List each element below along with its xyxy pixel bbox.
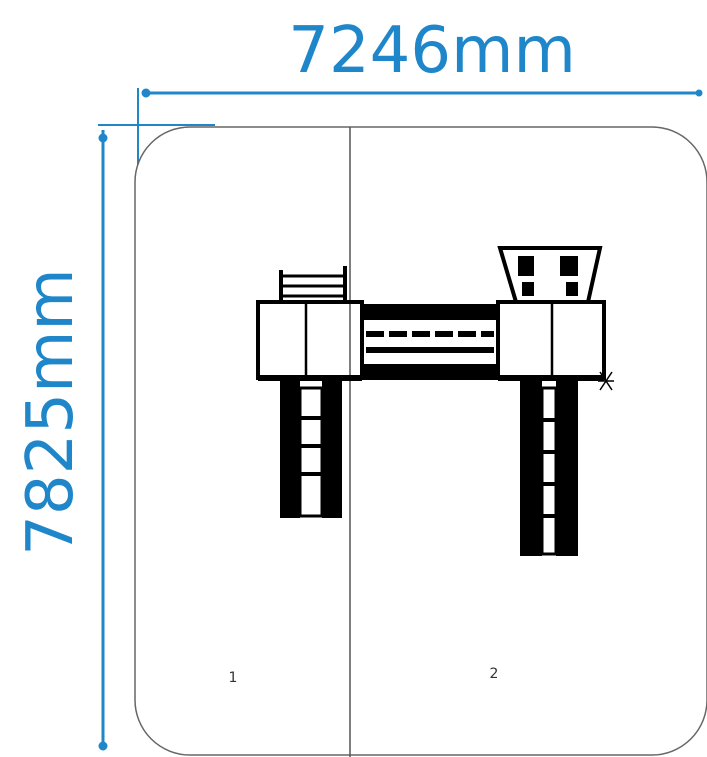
- right-slide: [520, 378, 578, 556]
- left-ladder: [279, 266, 347, 303]
- zone-2-label: 2: [490, 666, 499, 682]
- zone-1-label: 1: [229, 670, 238, 686]
- left-slide: [280, 378, 342, 518]
- width-dimension-label: 7246mm: [288, 14, 576, 88]
- play-area-boundary: [134, 126, 707, 756]
- right-platform: [496, 300, 614, 391]
- height-dimension-label: 7825mm: [14, 268, 88, 556]
- height-dimension: [98, 124, 215, 751]
- playground-equipment: [256, 246, 614, 556]
